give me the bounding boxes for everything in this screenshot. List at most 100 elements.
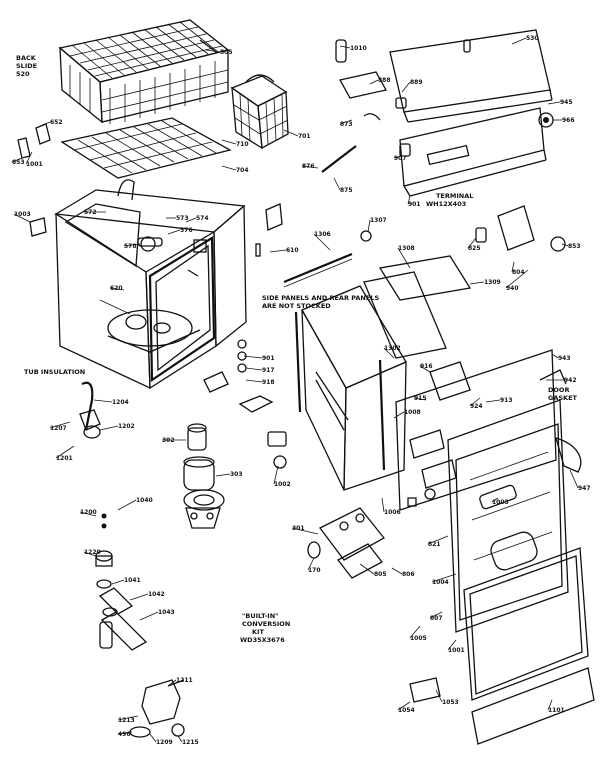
part-number: 573 [176, 215, 189, 222]
part-number: 303 [230, 471, 243, 478]
caption-builtin-2: CONVERSION [242, 620, 290, 628]
part-label-873: 873 [339, 119, 353, 128]
part-label-1309: 1309 [469, 279, 501, 286]
valve-stack [95, 513, 148, 651]
part-label-805: 805 [359, 563, 387, 578]
part-number: 578 [124, 243, 137, 250]
part-label-888: 888 [369, 77, 391, 85]
leader-line [117, 715, 139, 721]
part-label-496: 496 [117, 731, 133, 738]
leader-line [547, 101, 561, 105]
part-number: 1002 [274, 481, 291, 488]
leader-line [491, 497, 499, 503]
part-label-806: 806 [391, 567, 415, 578]
part-label-574: 574 [185, 215, 209, 223]
silverware-basket [230, 74, 289, 150]
leader-line [273, 465, 279, 485]
part-label-701: 701 [283, 129, 311, 140]
part-label-653: 653 [11, 157, 25, 166]
part-number: 805 [374, 571, 387, 578]
part-label-1306: 1306 [313, 231, 331, 251]
part-number: 1006 [384, 509, 401, 516]
part-label-578: 578 [123, 243, 141, 250]
part-label-1204: 1204 [93, 399, 129, 406]
part-number: 576 [180, 227, 193, 234]
pump-motor [183, 423, 225, 529]
leader-line [301, 165, 319, 169]
leader-line [79, 511, 97, 517]
leader-line [391, 567, 403, 575]
leader-line [245, 367, 263, 371]
part-number: 917 [262, 367, 275, 374]
part-number: 942 [564, 377, 577, 384]
part-label-1200: 1200 [79, 509, 97, 517]
part-label-1042: 1042 [129, 591, 165, 601]
part-number: 901 [408, 201, 421, 208]
part-label-302: 302 [162, 437, 186, 444]
caption-terminal-part: WH12X403 [426, 200, 466, 208]
part-number: 620 [110, 285, 123, 292]
leader-line [485, 399, 501, 403]
leader-line [117, 731, 133, 735]
caption-builtin-1: "BUILT-IN" [242, 612, 279, 620]
leader-line [369, 79, 379, 85]
misc-parts [17, 39, 567, 703]
part-number: 907 [394, 155, 407, 162]
part-number: 825 [468, 245, 481, 252]
caption-tub-insulation: TUB INSULATION [24, 368, 85, 376]
lower-rack [60, 117, 232, 179]
part-label-704: 704 [221, 165, 249, 174]
leader-line [129, 593, 149, 601]
part-number: 652 [50, 119, 63, 126]
part-number: 889 [410, 79, 423, 86]
part-number: 1054 [398, 707, 415, 714]
part-label-652: 652 [39, 119, 63, 127]
part-number: 1309 [484, 279, 501, 286]
part-label-1213: 1213 [117, 715, 139, 724]
part-number: 530 [526, 35, 539, 42]
part-label-916: 916 [419, 363, 433, 373]
top-rail [283, 252, 353, 288]
part-label-901: 901 [243, 355, 275, 362]
leader-line [39, 121, 51, 127]
leader-line [109, 287, 125, 291]
leader-line [167, 679, 177, 687]
part-number: 1220 [84, 549, 101, 556]
part-number: 875 [340, 187, 353, 194]
part-label-942: 942 [546, 377, 577, 384]
part-number: 701 [298, 133, 311, 140]
part-label-901: 901 [407, 195, 421, 208]
leader-line [221, 165, 237, 171]
leader-line [435, 689, 443, 703]
leader-line [333, 177, 341, 191]
part-number: 943 [558, 355, 571, 362]
leader-line [505, 269, 529, 289]
part-label-530: 530 [511, 35, 539, 45]
leader-line [469, 397, 481, 407]
leader-line [401, 81, 411, 93]
part-number: 918 [262, 379, 275, 386]
part-label-1001: 1001 [447, 639, 465, 654]
part-number: 1003 [492, 499, 509, 506]
part-number: 1308 [398, 245, 415, 252]
part-number: 1010 [350, 45, 367, 52]
caption-door: DOOR [548, 386, 569, 394]
leader-line [561, 243, 569, 247]
leader-line [49, 421, 71, 429]
leader-line [339, 119, 353, 125]
part-number: 496 [118, 731, 131, 738]
part-number: 574 [196, 215, 209, 222]
caption-back: BACK [16, 54, 37, 62]
part-number: 966 [562, 117, 575, 124]
part-label-1003: 1003 [13, 211, 31, 223]
part-label-1211: 1211 [167, 677, 193, 687]
captions: BACK SLIDE 520 TUB INSULATION TERMINAL W… [16, 54, 578, 644]
part-number: 913 [500, 397, 513, 404]
part-label-966: 966 [553, 117, 575, 124]
leader-line [291, 527, 319, 535]
part-label-576: 576 [167, 227, 193, 235]
leader-line [339, 45, 351, 49]
caption-terminal: TERMINAL [436, 192, 473, 200]
leader-line [139, 611, 159, 621]
